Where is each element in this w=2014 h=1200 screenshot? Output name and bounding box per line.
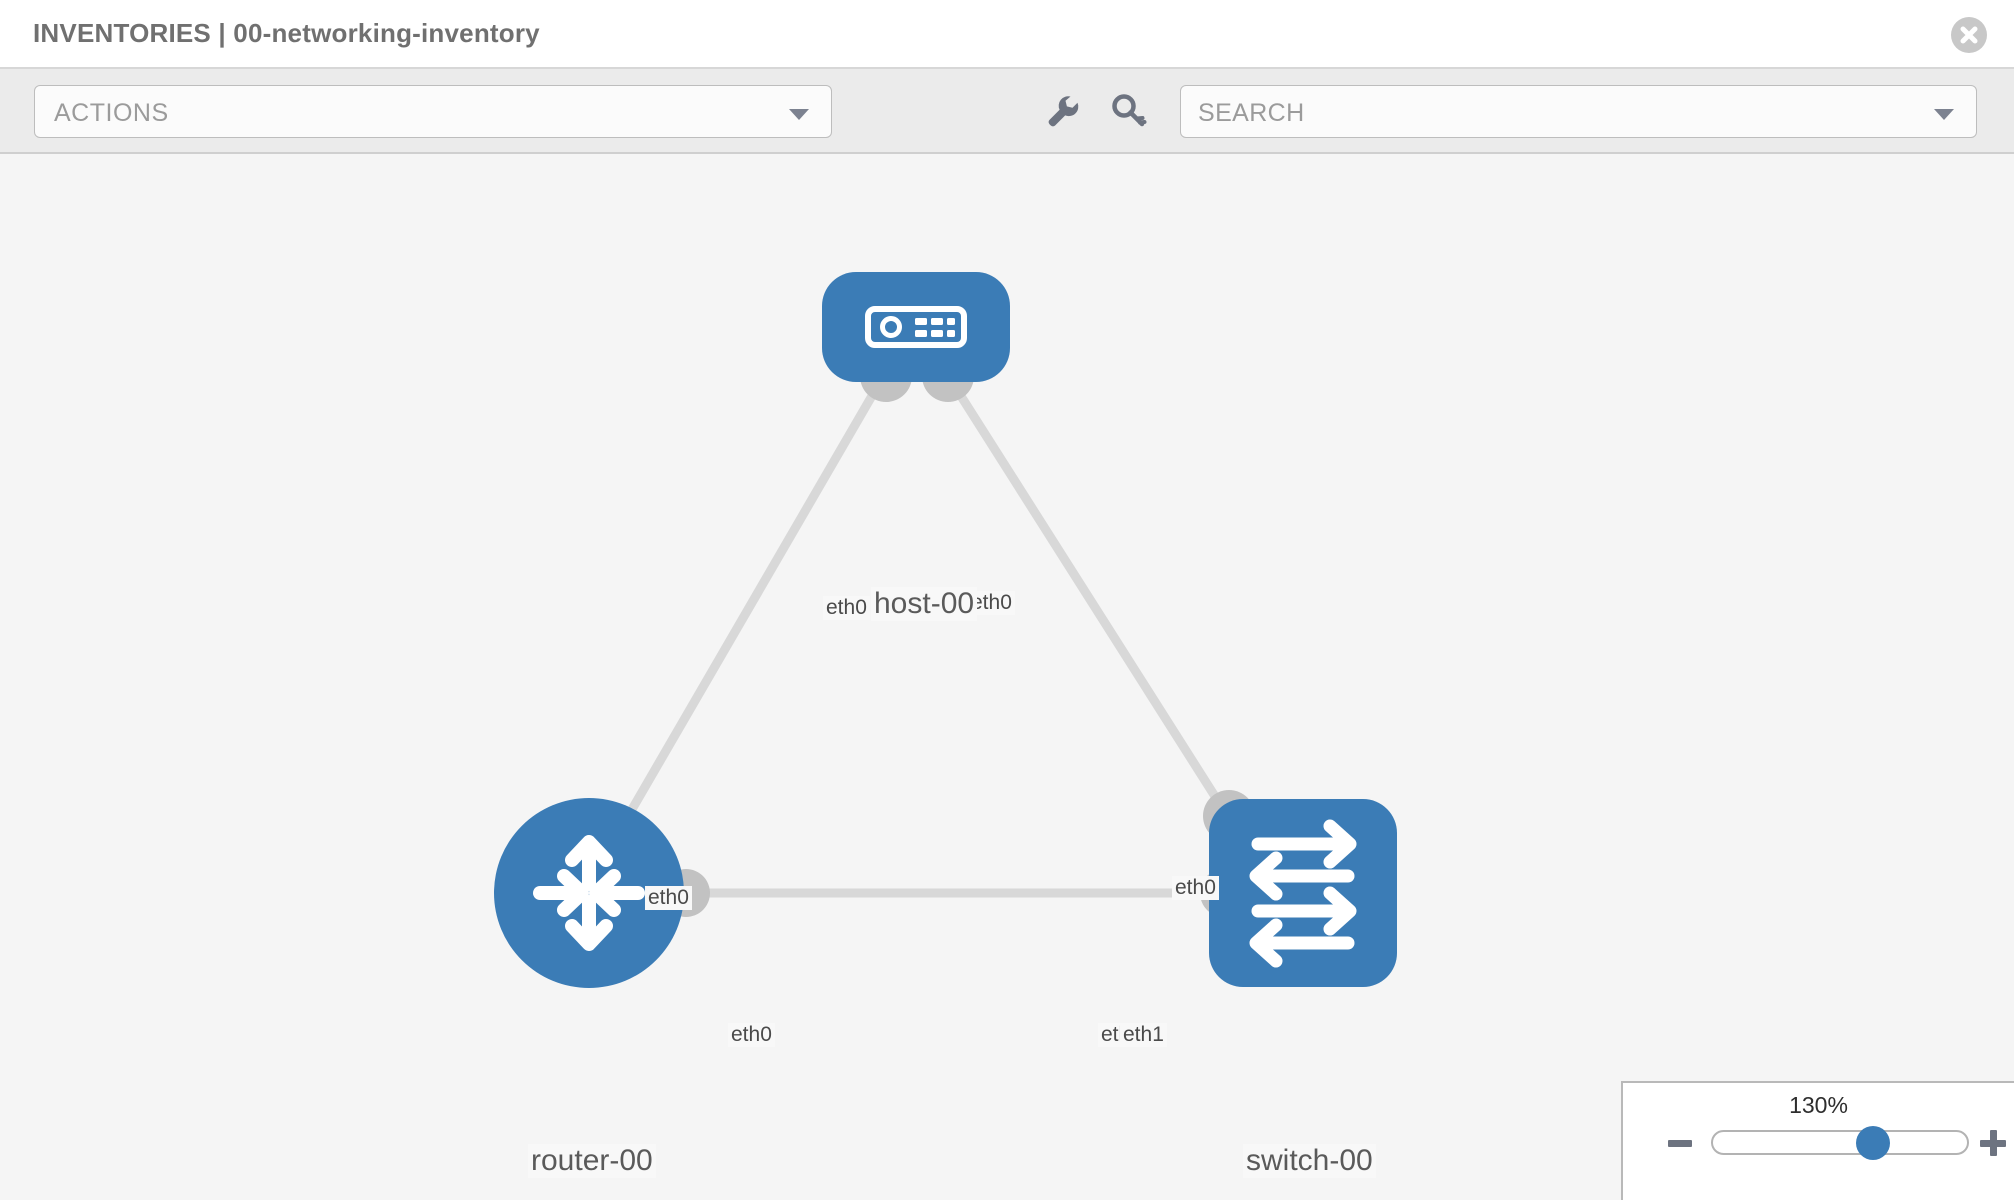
zoom-in-button[interactable]	[1980, 1130, 2006, 1156]
node-switch-00	[1209, 799, 1397, 987]
chevron-down-icon[interactable]	[1934, 109, 1954, 120]
zoom-slider-thumb[interactable]	[1856, 1126, 1890, 1160]
search-input[interactable]: SEARCH	[1180, 85, 1977, 138]
zoom-out-button[interactable]	[1668, 1140, 1692, 1147]
iface-label-host-left: eth0	[823, 596, 870, 620]
chevron-down-icon	[789, 109, 809, 120]
topology-graph	[494, 272, 1397, 988]
search-placeholder: SEARCH	[1198, 99, 1305, 127]
wrench-icon[interactable]	[1040, 89, 1084, 133]
toolbar: ACTIONS SEARCH	[0, 69, 2014, 154]
edge-host-switch	[948, 379, 1234, 823]
edge-host-router	[616, 379, 884, 833]
topology-canvas[interactable]: eth0 eth0 eth0 eth0 eth0 eth0 eth1 host-…	[0, 154, 2014, 1200]
node-label-switch-00: switch-00	[1243, 1144, 1376, 1178]
page-header: INVENTORIES | 00-networking-inventory	[0, 0, 2014, 69]
actions-dropdown[interactable]: ACTIONS	[34, 85, 832, 138]
iface-label-router-up: eth0	[645, 886, 692, 910]
node-label-host-00: host-00	[871, 587, 978, 621]
node-host-00	[822, 272, 1010, 382]
actions-dropdown-label: ACTIONS	[54, 99, 169, 127]
zoom-percent-label: 130%	[1789, 1092, 1848, 1118]
breadcrumb: INVENTORIES | 00-networking-inventory	[33, 18, 540, 48]
connector-stubs	[662, 350, 1255, 917]
zoom-slider[interactable]	[1711, 1126, 1969, 1160]
node-label-router-00: router-00	[528, 1144, 656, 1178]
iface-label-switch-left-eth1: eth1	[1120, 1023, 1167, 1047]
iface-label-switch-up: eth0	[1172, 876, 1219, 900]
zoom-control-panel: 130%	[1621, 1081, 2014, 1200]
iface-label-router-right: eth0	[728, 1023, 775, 1047]
key-icon[interactable]	[1107, 89, 1151, 133]
node-router-00	[494, 798, 684, 988]
close-icon[interactable]	[1951, 17, 1987, 53]
